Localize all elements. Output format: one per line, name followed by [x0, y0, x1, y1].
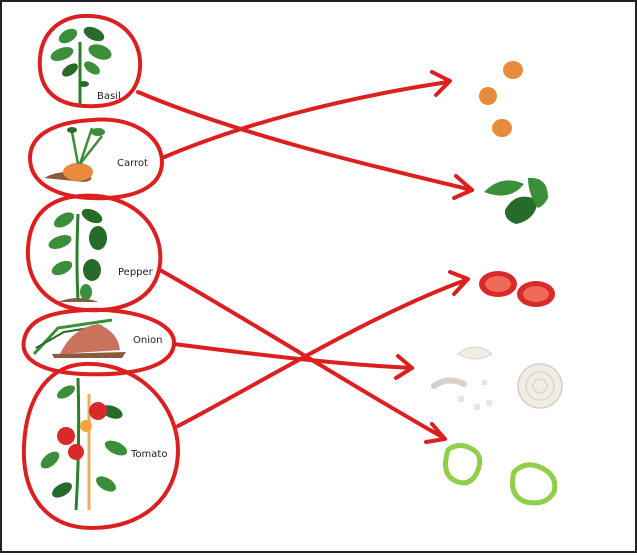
- plant-label-pepper: Pepper: [118, 267, 154, 278]
- onion-plant: [34, 320, 126, 358]
- carrot-plant: [44, 127, 105, 182]
- pepper-plant: [47, 206, 107, 302]
- onion-pieces: [434, 347, 562, 410]
- tomato-plant: [38, 378, 130, 510]
- arrow-basil-to-basil-leaves: [138, 92, 472, 190]
- plant-label-tomato: Tomato: [130, 449, 167, 460]
- carrot-slices: [479, 61, 523, 137]
- pepper-rings: [446, 445, 555, 502]
- tomato-circle: [24, 364, 178, 528]
- plant-label-carrot: Carrot: [117, 158, 148, 169]
- tomato-slices: [479, 271, 555, 307]
- plant-label-onion: Onion: [133, 335, 162, 346]
- basil-leaves: [484, 178, 548, 224]
- arrow-tomato-to-tomato-slices: [178, 280, 466, 426]
